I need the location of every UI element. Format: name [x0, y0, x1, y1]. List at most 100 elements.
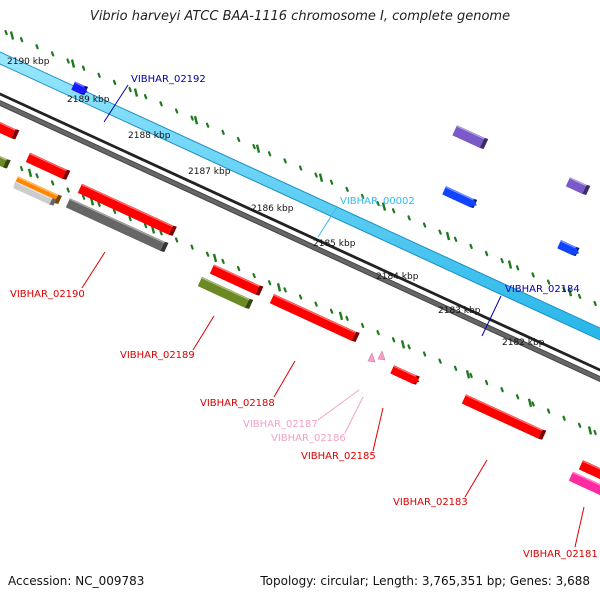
feature-end [160, 241, 169, 252]
feature-end [255, 285, 264, 296]
tick-dot [252, 273, 256, 279]
tick-dot [50, 51, 55, 57]
tick-major [381, 202, 387, 211]
feature-top [565, 177, 587, 194]
gene-blue-rna-2 [557, 240, 580, 257]
gene-label: VIBHAR_02190 [10, 289, 85, 300]
feature-highlight [213, 264, 260, 287]
feature-highlight [201, 277, 250, 301]
feature-highlight [456, 125, 485, 140]
tick-dot [66, 187, 70, 193]
tick-dot [407, 215, 411, 221]
tick-major [587, 426, 593, 435]
tick-dot [35, 44, 39, 50]
tick-major [400, 340, 406, 349]
gene-grey-2 [65, 198, 169, 252]
tick-dot [391, 337, 396, 343]
kbp-label: 2183 kbp [438, 306, 481, 316]
gene-VIBHAR_02190-block [77, 183, 177, 236]
feature-highlight [15, 181, 53, 200]
feature-highlight [560, 240, 576, 249]
feature-end [538, 429, 547, 440]
kbp-ticks [4, 29, 597, 436]
leader-line [81, 251, 106, 289]
gene-labels: VIBHAR_02192VIBHAR_00002VIBHAR_02184VIBH… [10, 74, 598, 560]
tick-dot [221, 129, 225, 135]
feature-top [13, 181, 53, 205]
feature-end [582, 184, 591, 196]
feature-highlight [74, 81, 85, 88]
tick-dot [236, 265, 241, 272]
gene-label: VIBHAR_02189 [120, 350, 195, 361]
leader-line [317, 389, 360, 421]
feature-end [49, 198, 57, 206]
leader-line [574, 506, 585, 548]
feature-top [557, 240, 580, 255]
gene-label: VIBHAR_02184 [505, 284, 580, 295]
tick-dot [515, 265, 520, 271]
feature-highlight [81, 184, 174, 228]
feature-top [568, 471, 600, 496]
gene-VIBHAR_02181-block [568, 471, 600, 496]
leader-line [317, 206, 338, 238]
outer-tick-track [4, 29, 597, 307]
tick-dot [81, 194, 86, 200]
tick-dot [190, 115, 194, 121]
tick-dot [531, 401, 535, 407]
leader-line [192, 315, 215, 351]
tick-major [445, 231, 451, 241]
tick-dot [19, 37, 24, 43]
tick-major [318, 173, 324, 182]
tick-dot [190, 244, 194, 250]
feature-end [168, 225, 177, 236]
tick-dot [376, 201, 380, 207]
leader-line [372, 407, 384, 452]
feature-highlight [0, 122, 16, 131]
tick-dot [391, 208, 396, 214]
gene-label: VIBHAR_02192 [131, 74, 206, 85]
tick-dot [221, 258, 225, 264]
topology-text: Topology: circular; Length: 3,765,351 bp… [260, 574, 590, 588]
feature-end [62, 169, 71, 180]
tick-dot [159, 101, 163, 107]
tick-dot [438, 229, 442, 235]
gene-label: VIBHAR_00002 [340, 196, 415, 207]
kbp-label: 2184 kbp [376, 272, 419, 282]
tick-dot [97, 72, 101, 78]
tick-dot [345, 315, 349, 321]
feature-top [578, 460, 600, 480]
gene-red-left [0, 122, 20, 140]
tick-dot [174, 108, 179, 114]
tick-dot [174, 237, 179, 243]
tick-major [212, 253, 218, 263]
tick-dot [159, 230, 163, 236]
feature-top [71, 81, 88, 94]
tick-dot [329, 179, 334, 185]
tick-dot [360, 193, 365, 200]
kbp-label: 2182 kbp [502, 338, 545, 348]
kbp-label: 2186 kbp [251, 204, 294, 214]
gene-label: VIBHAR_02188 [200, 398, 275, 409]
tick-dot [81, 65, 86, 71]
leader-line [273, 360, 296, 398]
kbp-label: 2188 kbp [128, 131, 171, 141]
tick-dot [128, 215, 132, 222]
gene-pink-arrow-2 [377, 350, 386, 361]
gene-VIBHAR_02185-block [390, 365, 420, 385]
gene-label: VIBHAR_02185 [301, 451, 376, 462]
tick-dot [345, 186, 349, 192]
tick-dot [50, 180, 55, 186]
tick-dot [267, 280, 272, 286]
tick-dot [298, 165, 303, 171]
tick-dot [515, 394, 520, 400]
feature-top [0, 122, 16, 139]
feature-highlight [572, 472, 600, 486]
tick-dot [422, 351, 427, 357]
feature-top [442, 186, 477, 207]
feature-top [390, 365, 420, 384]
tick-dot [360, 322, 365, 329]
tick-dot [283, 287, 287, 293]
tick-dot [143, 94, 148, 100]
backbone-bands [0, 51, 600, 383]
